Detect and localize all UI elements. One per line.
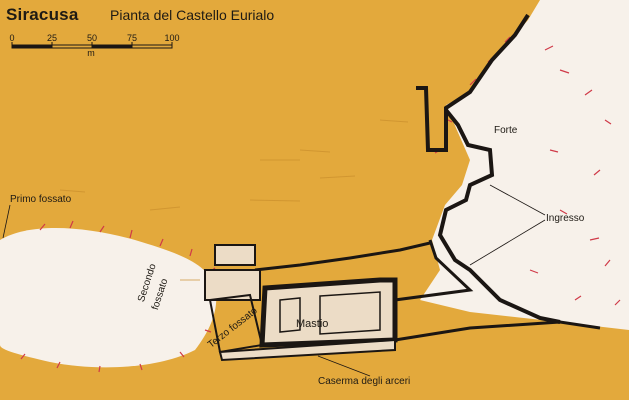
primo-fossato-area [0, 227, 217, 368]
label-forte: Forte [494, 125, 518, 136]
scale-tick-25: 25 [46, 33, 58, 43]
scale-unit: m [87, 48, 95, 58]
north-tower-wall [416, 13, 530, 152]
leader-lines [2, 184, 546, 377]
label-ingresso: Ingresso [546, 213, 585, 224]
terzo-fossato-walls [208, 293, 264, 354]
scale-tick-75: 75 [126, 33, 138, 43]
label-caserma: Caserma degli arceri [318, 376, 411, 387]
south-wall [394, 320, 601, 342]
tower-block-2 [204, 269, 261, 301]
forte-walls [437, 108, 561, 324]
scale-tick-100: 100 [164, 33, 180, 43]
scale-tick-0: 0 [9, 33, 15, 43]
mastio-walls [259, 277, 398, 348]
scale-tick-50: 50 [86, 33, 98, 43]
scale-bar [11, 42, 173, 49]
map-subtitle: Pianta del Castello Eurialo [110, 7, 275, 23]
plateau-area [420, 0, 629, 330]
place-title: Siracusa [6, 5, 79, 24]
tower-block-1 [214, 244, 256, 266]
caserma-building [218, 338, 396, 362]
label-primo-fossato: Primo fossato [10, 194, 72, 205]
north-curtain-wall [254, 241, 431, 272]
ground-texture [59, 119, 409, 281]
label-mastio: Mastio [296, 318, 329, 330]
mastio-inner [279, 291, 381, 335]
